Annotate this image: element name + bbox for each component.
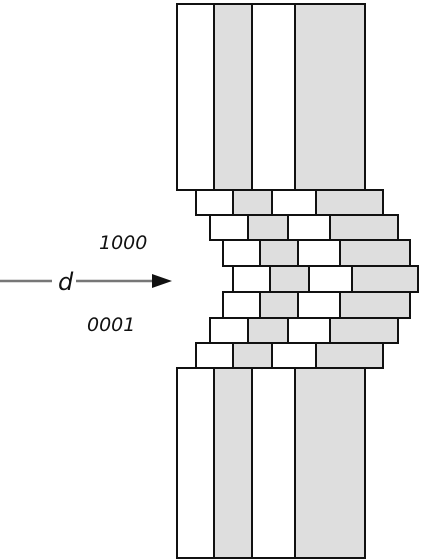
- direction-arrow: [0, 274, 172, 288]
- brick-row3-1: [222, 239, 261, 267]
- brick-row6-2: [247, 317, 289, 344]
- brick-row1-3: [271, 189, 317, 216]
- lower-plane-label: 0001: [87, 314, 135, 336]
- brick-row1-4: [315, 189, 384, 216]
- brick-row7-2: [232, 342, 273, 369]
- brick-row6-1: [209, 317, 249, 344]
- arrow-head: [152, 274, 172, 288]
- brick-row5-1: [222, 291, 261, 319]
- top-layer-white-1: [176, 3, 215, 191]
- top-layer-block: [176, 3, 366, 191]
- brick-row6-3: [287, 317, 331, 344]
- top-layer-gray-1: [213, 3, 253, 191]
- direction-label: d: [58, 268, 74, 296]
- brick-row4-1: [232, 265, 271, 293]
- brick-row1-1: [195, 189, 234, 216]
- brick-row7-4: [315, 342, 384, 369]
- brick-row2-2: [247, 214, 289, 241]
- brick-row4-3: [308, 265, 353, 293]
- bottom-layer-gray-1: [213, 367, 253, 559]
- brick-row2-3: [287, 214, 331, 241]
- brick-row2-4: [329, 214, 399, 241]
- brick-row5-2: [259, 291, 299, 319]
- brick-row7-1: [195, 342, 234, 369]
- brick-row7-3: [271, 342, 317, 369]
- brick-row4-2: [269, 265, 310, 293]
- top-layer-white-2: [251, 3, 296, 191]
- brick-row1-2: [232, 189, 273, 216]
- bottom-layer-white-2: [251, 367, 296, 559]
- brick-row3-2: [259, 239, 299, 267]
- bottom-layer-gray-2: [294, 367, 366, 559]
- brick-row2-1: [209, 214, 249, 241]
- brick-rows: [195, 189, 419, 369]
- brick-row3-4: [339, 239, 411, 267]
- brick-row3-3: [297, 239, 341, 267]
- brick-row6-4: [329, 317, 399, 344]
- brick-row4-4: [351, 265, 419, 293]
- brick-row5-3: [297, 291, 341, 319]
- bottom-layer-block: [176, 367, 366, 559]
- bottom-layer-white-1: [176, 367, 215, 559]
- brick-row5-4: [339, 291, 411, 319]
- upper-plane-label: 1000: [99, 232, 147, 254]
- top-layer-gray-2: [294, 3, 366, 191]
